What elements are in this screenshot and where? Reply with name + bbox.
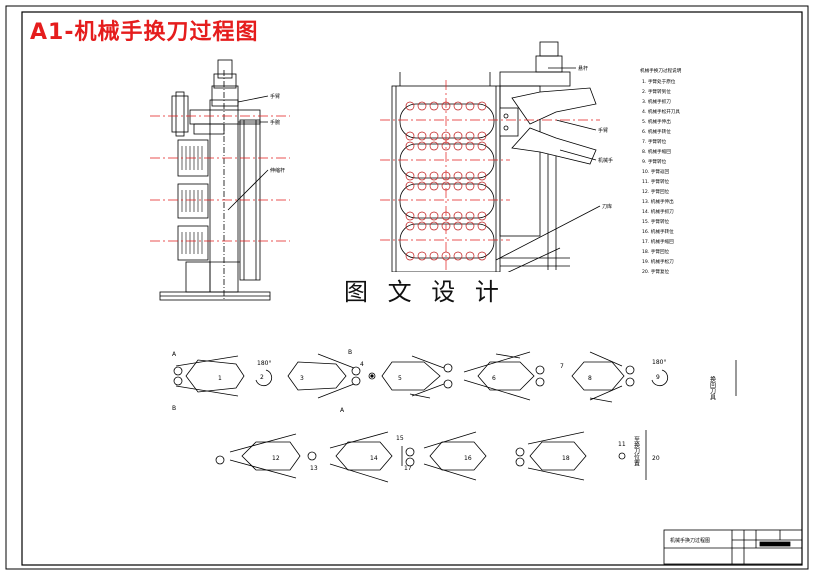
note-line: 15. 手臂转位 xyxy=(642,218,670,225)
outer-frame xyxy=(5,5,809,570)
step-label: 18 xyxy=(562,455,570,462)
step-label: 16 xyxy=(464,455,472,462)
front-label-telescopic-rod: 伸缩杆 xyxy=(270,167,285,174)
step-label: 5 xyxy=(398,375,402,382)
note-line: 12. 手臂回位 xyxy=(642,188,670,195)
mark-label: A xyxy=(340,407,345,414)
mark-label: 2 xyxy=(260,374,264,381)
mark-label: 4 xyxy=(360,361,364,368)
note-line: 4. 机械手松开刀具 xyxy=(642,108,680,115)
front-view xyxy=(159,59,271,301)
note-line: 10. 手臂返回 xyxy=(642,168,670,175)
mark-label: 9 xyxy=(656,374,660,381)
note-line: 17. 机械手缩回 xyxy=(642,238,674,245)
watermark: 图 文 设 计 xyxy=(338,272,511,307)
note-line: 1. 手臂处于原位 xyxy=(642,78,676,85)
note-line: 16. 机械手转位 xyxy=(642,228,674,235)
note-line: 2. 手臂转到位 xyxy=(642,88,671,95)
step-label: 14 xyxy=(370,455,378,462)
side-label-magazine: 刀库 xyxy=(602,203,612,210)
page-title: A1-机械手换刀过程图 xyxy=(30,20,259,45)
note-line: 14. 机械手抓刀 xyxy=(642,208,674,215)
note-line: 18. 手臂回位 xyxy=(642,248,670,255)
sequence-row-1-labels: 1 3 5 6 8 A B 180° 2 4 B A 7 180° 9 换回刀具 xyxy=(172,349,716,414)
mark-label: 20 xyxy=(652,455,660,462)
title-block-drawing-name: 机械手换刀过程图 xyxy=(670,537,710,544)
note-line: 3. 机械手抓刀 xyxy=(642,98,671,105)
note-line: 20. 手臂复位 xyxy=(642,268,670,275)
mark-label: 180° xyxy=(652,359,666,366)
step-label: 8 xyxy=(588,375,592,382)
front-label-wrist: 手腕 xyxy=(270,119,280,126)
mark-label: 17 xyxy=(404,465,412,472)
front-view-centerlines xyxy=(150,115,290,242)
mark-label: 11 xyxy=(618,441,626,448)
note-line: 7. 手臂转位 xyxy=(642,138,667,145)
mark-label: B xyxy=(348,349,352,356)
side-label-manipulator: 机械手 xyxy=(598,157,613,164)
side-view-centerlines xyxy=(380,80,600,285)
note-line: 6. 机械手转位 xyxy=(642,128,671,135)
mark-label: A xyxy=(172,351,177,358)
note-line: 9. 手臂转位 xyxy=(642,158,667,165)
mark-label: 180° xyxy=(257,360,271,367)
side-label-boom: 悬杆 xyxy=(578,65,588,72)
note-line: 19. 机械手松刀 xyxy=(642,258,674,265)
step-label: 1 xyxy=(218,375,222,382)
step-label: 6 xyxy=(492,375,496,382)
row1-side-label: 换回刀具 xyxy=(709,375,716,401)
note-line: 11. 手臂转位 xyxy=(642,178,670,185)
mark-label: 15 xyxy=(396,435,404,442)
mark-label: 7 xyxy=(560,363,564,370)
step-label: 3 xyxy=(300,375,304,382)
front-label-arm: 手臂 xyxy=(270,93,280,100)
sequence-row-1 xyxy=(173,351,737,403)
side-label-arm: 手臂 xyxy=(598,127,608,134)
side-view xyxy=(391,41,601,277)
note-line: 机械手换刀过程说明 xyxy=(640,67,682,74)
note-line: 13. 机械手伸出 xyxy=(642,198,674,205)
note-line: 8. 机械手缩回 xyxy=(642,148,671,155)
mark-label: 13 xyxy=(310,465,318,472)
row2-side-label: 至换刀位置 xyxy=(633,436,640,466)
inner-frame xyxy=(21,11,803,566)
step-label: 12 xyxy=(272,455,280,462)
title-block xyxy=(663,529,803,565)
mark-label: B xyxy=(172,405,176,412)
process-notes: 机械手换刀过程说明 1. 手臂处于原位 2. 手臂转到位 3. 机械手抓刀 4.… xyxy=(640,67,682,275)
note-line: 5. 机械手伸出 xyxy=(642,118,671,125)
sequence-row-2-labels: 12 14 16 18 13 15 17 11 20 至换刀位置 xyxy=(272,435,660,472)
sequence-row-2 xyxy=(215,430,647,483)
